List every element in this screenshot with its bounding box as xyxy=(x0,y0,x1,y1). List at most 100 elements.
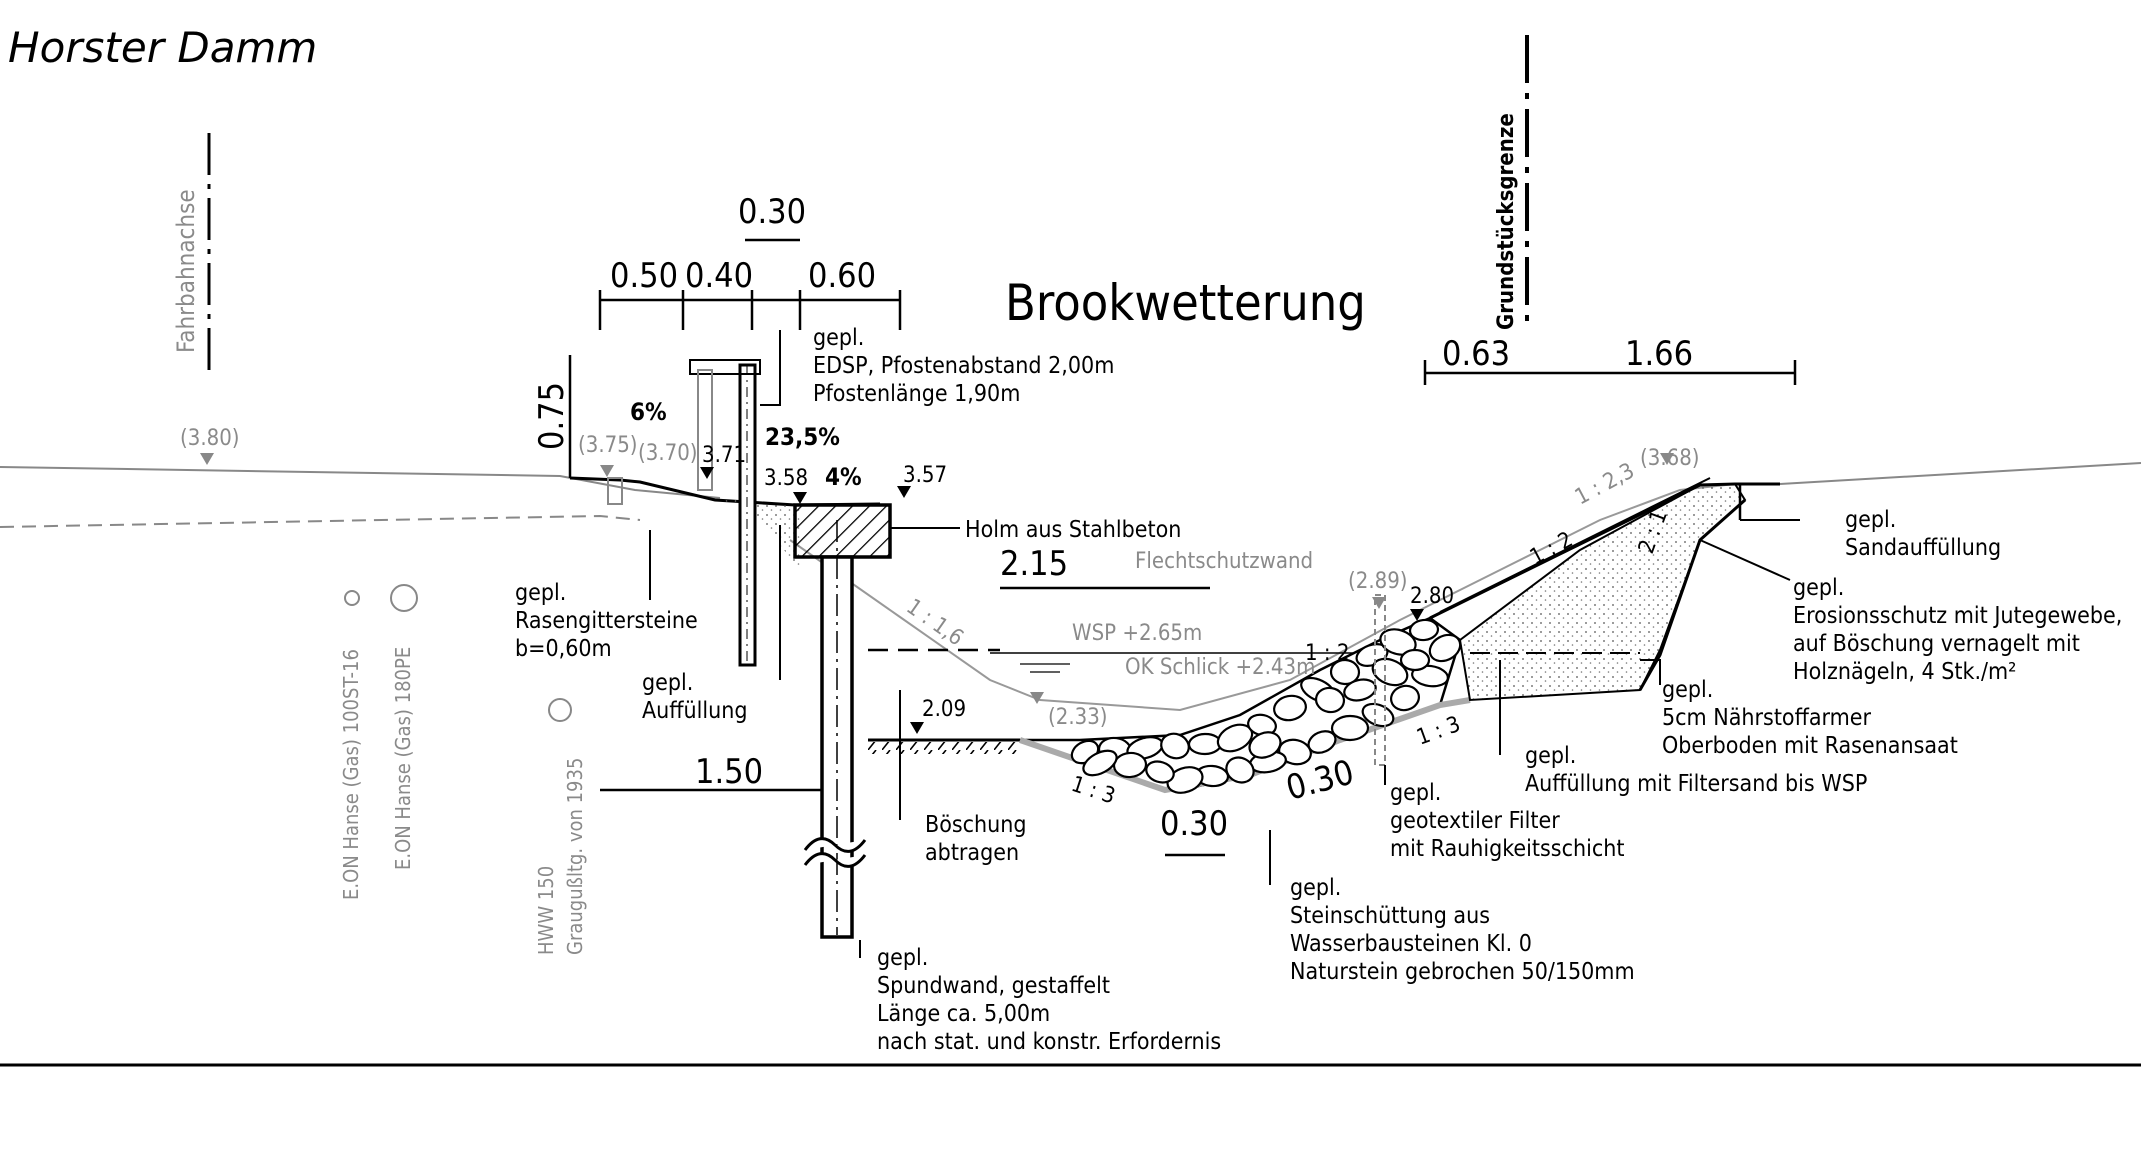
embankment-back xyxy=(1638,498,1746,691)
svg-text:Böschung: Böschung xyxy=(925,812,1027,838)
svg-text:gepl.: gepl. xyxy=(877,945,928,971)
level-233: (2.33) xyxy=(1048,705,1108,730)
svg-text:gepl.: gepl. xyxy=(1662,677,1713,703)
utility-gas-100st: E.ON Hanse (Gas) 100ST-16 xyxy=(339,649,363,900)
slope-13a: 1 : 3 xyxy=(1068,772,1118,810)
svg-text:Auffüllung: Auffüllung xyxy=(642,698,748,724)
label-rasengitter: gepl. Rasengittersteine b=0,60m xyxy=(515,580,698,662)
svg-text:Spundwand, gestaffelt: Spundwand, gestaffelt xyxy=(877,973,1110,999)
stone xyxy=(1371,657,1409,687)
dim-166: 1.66 xyxy=(1625,334,1693,374)
svg-text:Wasserbausteinen Kl. 0: Wasserbausteinen Kl. 0 xyxy=(1290,931,1532,957)
svg-text:Holznägeln, 4 Stk./m²: Holznägeln, 4 Stk./m² xyxy=(1793,659,2016,685)
fill-area xyxy=(720,498,800,570)
dim-063: 0.63 xyxy=(1442,334,1510,374)
svg-text:gepl.: gepl. xyxy=(515,580,566,606)
stone xyxy=(1187,732,1223,756)
level-schlick: OK Schlick +2.43m xyxy=(1125,655,1315,680)
svg-text:5cm Nährstoffarmer: 5cm Nährstoffarmer xyxy=(1662,705,1872,731)
label-oberboden: gepl. 5cm Nährstoffarmer Oberboden mit R… xyxy=(1662,677,1958,759)
label-auffuellung: gepl. Auffüllung xyxy=(642,670,748,724)
property-boundary-label: Grundstücksgrenze xyxy=(1494,113,1519,330)
level-358: 3.58 xyxy=(764,466,808,491)
stone xyxy=(1166,766,1204,794)
utility-gas-180pe: E.ON Hanse (Gas) 180PE xyxy=(391,647,415,870)
stone xyxy=(1408,618,1440,642)
embankment-surface xyxy=(1429,482,1780,620)
kerb-stone xyxy=(607,477,623,505)
slope-13b: 1 : 3 xyxy=(1414,712,1464,751)
stone xyxy=(1314,686,1346,714)
stone xyxy=(1411,664,1449,688)
gas-pipe-large xyxy=(390,584,418,612)
existing-subgrade-line xyxy=(0,514,641,528)
level-368: (3.68) xyxy=(1640,446,1700,471)
level-markers xyxy=(200,453,1674,704)
slope-6: 6% xyxy=(630,398,667,426)
stone xyxy=(1329,658,1361,686)
label-steinschuettung: gepl. Steinschüttung aus Wasserbausteine… xyxy=(1290,875,1635,985)
svg-text:gepl.: gepl. xyxy=(642,670,693,696)
level-380: (3.80) xyxy=(180,426,240,451)
dim-050: 0.50 xyxy=(610,256,678,296)
svg-text:Naturstein gebrochen 50/150mm: Naturstein gebrochen 50/150mm xyxy=(1290,959,1635,985)
stone xyxy=(1273,694,1307,722)
road-axis-label: Fahrbahnachse xyxy=(172,189,200,353)
drawing-title: Horster Damm xyxy=(8,23,317,72)
stone xyxy=(1160,732,1190,760)
label-boeschung: Böschung abtragen xyxy=(925,812,1027,866)
dim-060: 0.60 xyxy=(808,256,876,296)
svg-text:gepl.: gepl. xyxy=(1525,743,1576,769)
dim-075: 0.75 xyxy=(532,382,572,450)
svg-text:gepl.: gepl. xyxy=(1793,575,1844,601)
label-filtersand: gepl. Auffüllung mit Filtersand bis WSP xyxy=(1525,743,1867,797)
svg-text:gepl.: gepl. xyxy=(1845,507,1896,533)
label-flechtschutz: Flechtschutzwand xyxy=(1135,549,1313,574)
svg-text:EDSP, Pfostenabstand 2,00m: EDSP, Pfostenabstand 2,00m xyxy=(813,353,1114,379)
svg-text:Rasengittersteine: Rasengittersteine xyxy=(515,608,698,634)
slope-4: 4% xyxy=(825,463,862,491)
label-spundwand: gepl. Spundwand, gestaffelt Länge ca. 5,… xyxy=(877,945,1221,1055)
slope-123: 1 : 2,3 xyxy=(1571,459,1639,511)
dim-030-bottom: 0.30 xyxy=(1160,804,1228,844)
svg-text:Pfostenlänge 1,90m: Pfostenlänge 1,90m xyxy=(813,381,1020,407)
label-geotextil: gepl. geotextiler Filter mit Rauhigkeits… xyxy=(1390,780,1624,862)
svg-text:nach stat. und konstr. Erforde: nach stat. und konstr. Erfordernis xyxy=(877,1029,1221,1055)
svg-text:mit Rauhigkeitsschicht: mit Rauhigkeitsschicht xyxy=(1390,836,1624,862)
fence-bracket xyxy=(697,369,713,491)
slope-12a: 1 : 2 xyxy=(1305,641,1349,666)
level-209: 2.09 xyxy=(922,697,966,722)
svg-text:geotextiler Filter: geotextiler Filter xyxy=(1390,808,1560,834)
svg-text:auf Böschung vernagelt mit: auf Böschung vernagelt mit xyxy=(1793,631,2080,657)
svg-text:b=0,60m: b=0,60m xyxy=(515,636,612,662)
stone xyxy=(1379,628,1417,656)
stone xyxy=(1428,633,1462,663)
label-erosionsschutz: gepl. Erosionsschutz mit Jutegewebe, auf… xyxy=(1793,575,2122,685)
dim-030-top: 0.30 xyxy=(738,192,806,232)
dim-150: 1.50 xyxy=(695,752,763,792)
stone xyxy=(1330,714,1370,742)
level-280: 2.80 xyxy=(1410,584,1454,609)
svg-text:gepl.: gepl. xyxy=(813,325,864,351)
soil-hatch xyxy=(868,742,1018,754)
level-wsp: WSP +2.65m xyxy=(1072,621,1202,646)
existing-bed-line xyxy=(789,483,1736,712)
svg-text:Erosionsschutz mit Jutegewebe,: Erosionsschutz mit Jutegewebe, xyxy=(1793,603,2122,629)
svg-text:Oberboden mit Rasenansaat: Oberboden mit Rasenansaat xyxy=(1662,733,1958,759)
level-357: 3.57 xyxy=(903,463,947,488)
dimension-lines xyxy=(568,238,1797,857)
utility-graugusslt: Graugußltg. von 1935 xyxy=(563,758,587,955)
svg-text:Auffüllung mit Filtersand bis: Auffüllung mit Filtersand bis WSP xyxy=(1525,771,1867,797)
erosion-protection-line xyxy=(1439,477,1711,613)
stone-fill xyxy=(1070,618,1462,794)
label-fence: gepl. EDSP, Pfostenabstand 2,00m Pfosten… xyxy=(813,325,1114,407)
fence-head xyxy=(689,359,761,375)
break-line-upper xyxy=(803,837,867,853)
stone xyxy=(1082,749,1118,777)
level-375: (3.75) xyxy=(578,433,638,458)
level-370: (3.70) xyxy=(638,441,698,466)
water-pipe xyxy=(548,698,572,722)
svg-text:Steinschüttung aus: Steinschüttung aus xyxy=(1290,903,1490,929)
